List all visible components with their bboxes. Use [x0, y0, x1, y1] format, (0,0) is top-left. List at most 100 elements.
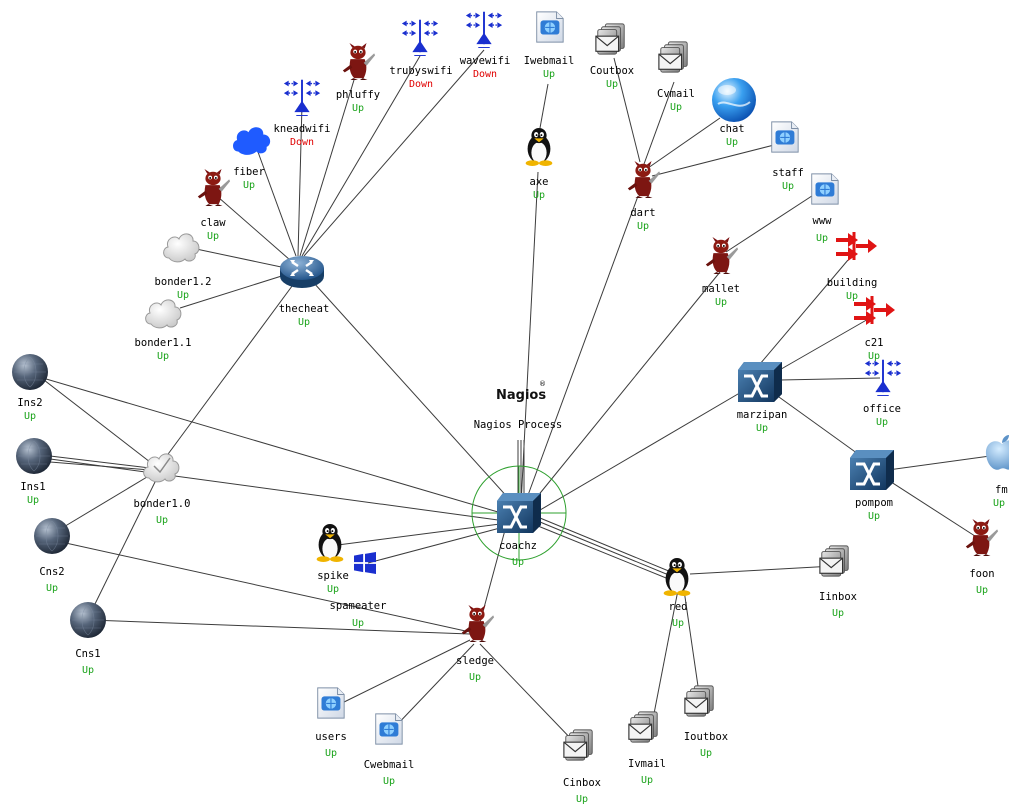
node-building[interactable]: building Up [827, 230, 878, 302]
node-staff[interactable]: staff Up [771, 121, 804, 192]
host-status: Up [816, 233, 828, 244]
node-users[interactable]: users Up [315, 687, 347, 759]
node-office[interactable]: office Up [863, 358, 903, 428]
host-status: Up [325, 748, 337, 759]
host-status: Up [670, 102, 682, 113]
host-name: Iwebmail [524, 55, 575, 67]
host-status: Up [157, 351, 169, 362]
node-bonder12[interactable]: bonder1.2 Up [155, 233, 212, 301]
node-mallet[interactable]: mallet Up [702, 236, 740, 308]
check-icon [153, 457, 171, 474]
link-coachz-spike [329, 523, 501, 547]
host-status: Up [868, 351, 880, 362]
wireless-bridge-icon [834, 230, 878, 262]
node-coutbox[interactable]: Coutbox Up [590, 23, 634, 90]
host-status: Up [383, 776, 395, 787]
node-bonder11[interactable]: bonder1.1 Up [135, 299, 192, 362]
globe-sphere-icon [33, 517, 71, 555]
host-status: Up [177, 290, 189, 301]
host-name: claw [200, 217, 226, 229]
link-thecheat-trubyswifi [301, 55, 421, 257]
node-pompom[interactable]: pompom Up [848, 448, 896, 522]
node-phluffy[interactable]: phluffy Up [336, 42, 380, 114]
node-dart[interactable]: dart Up [627, 160, 661, 232]
host-name: fiber [233, 166, 265, 178]
link-coachz-spameater [367, 527, 501, 564]
host-status: Down [290, 137, 314, 148]
link-axe-iwebmail [539, 83, 549, 129]
link-marzipan-office [779, 377, 881, 381]
host-status: Up [606, 79, 618, 90]
bsd-daemon-icon [342, 42, 376, 80]
host-status: Up [352, 618, 364, 629]
wifi-antenna-icon [400, 18, 440, 56]
node-ins1[interactable]: Ins1 Up [15, 437, 53, 506]
node-iinbox[interactable]: Iinbox Up [819, 545, 857, 619]
node-cvmail[interactable]: Cvmail Up [657, 41, 695, 113]
mail-server-icon [563, 729, 593, 761]
node-ivmail[interactable]: Ivmail Up [628, 711, 666, 786]
node-foon[interactable]: foon Up [965, 518, 999, 596]
host-status: Up [637, 221, 649, 232]
node-bonder10[interactable]: bonder1.0 Up [134, 453, 191, 526]
router-icon [278, 254, 326, 290]
node-trubyswifi[interactable]: trubyswifi Down [389, 18, 453, 90]
link-mallet-www [725, 191, 819, 253]
host-name: Cwebmail [364, 759, 415, 771]
node-wavewifi[interactable]: wavewifi Down [460, 10, 511, 80]
node-www[interactable]: www Up [811, 173, 839, 244]
link-pompom-foon [887, 479, 979, 539]
web-page-icon [317, 687, 345, 719]
node-axe[interactable]: axe Up [525, 127, 553, 201]
node-cns1[interactable]: Cns1 Up [69, 601, 107, 676]
node-kneadwifi[interactable]: kneadwifi Down [274, 78, 331, 148]
host-name: Iinbox [819, 591, 857, 603]
node-coachz[interactable]: coachz Up [471, 465, 567, 568]
linux-penguin-icon [316, 523, 344, 562]
host-status: Up [641, 775, 653, 786]
node-sledge[interactable]: sledge Up [456, 604, 495, 683]
host-name: www [813, 215, 833, 227]
node-fm[interactable]: fm Up [985, 435, 1009, 509]
link-coachz-mallet [527, 271, 721, 509]
link-pompom-fm [887, 455, 991, 471]
host-status: Up [756, 423, 768, 434]
host-status: Up [868, 511, 880, 522]
cloud-icon [163, 233, 200, 263]
host-name: bonder1.1 [135, 337, 192, 349]
host-status: Up [27, 495, 39, 506]
link-coachz-red-3 [537, 525, 677, 583]
host-status: Up [352, 103, 364, 114]
node-c21[interactable]: c21 Up [852, 294, 896, 362]
switch-icon [736, 360, 784, 404]
node-claw[interactable]: claw Up [197, 168, 231, 242]
host-status: Up [726, 137, 738, 148]
node-chat[interactable]: chat Up [711, 77, 757, 148]
node-spameater[interactable]: spameater Up [330, 552, 387, 629]
connection-lines [35, 49, 991, 745]
node-fiber[interactable]: fiber Up [233, 127, 271, 191]
node-marzipan[interactable]: marzipan Up [736, 360, 788, 434]
switch-icon [495, 491, 543, 535]
bsd-daemon-icon [461, 604, 495, 642]
node-cinbox[interactable]: Cinbox Up [563, 729, 601, 805]
node-iwebmail[interactable]: Iwebmail Up [524, 11, 575, 80]
link-bonder10-cns2 [51, 473, 153, 535]
host-name: coachz [499, 540, 537, 552]
node-red[interactable]: red Up [663, 557, 691, 629]
nagios-process[interactable]: Nagios ® Nagios Process [474, 380, 563, 431]
host-name: wavewifi [460, 55, 511, 67]
node-ioutbox[interactable]: Ioutbox Up [684, 685, 728, 759]
host-name: office [863, 403, 901, 415]
bsd-daemon-icon [197, 168, 231, 206]
node-cwebmail[interactable]: Cwebmail Up [364, 713, 415, 787]
node-ins2[interactable]: Ins2 Up [11, 353, 49, 422]
host-name: Cns1 [75, 648, 100, 660]
node-cns2[interactable]: Cns2 Up [33, 517, 71, 594]
host-name: red [669, 601, 688, 613]
host-status: Up [876, 417, 888, 428]
node-thecheat[interactable]: thecheat Up [278, 254, 330, 328]
cloud-icon [143, 453, 180, 483]
node-spike[interactable]: spike Up [316, 523, 349, 595]
